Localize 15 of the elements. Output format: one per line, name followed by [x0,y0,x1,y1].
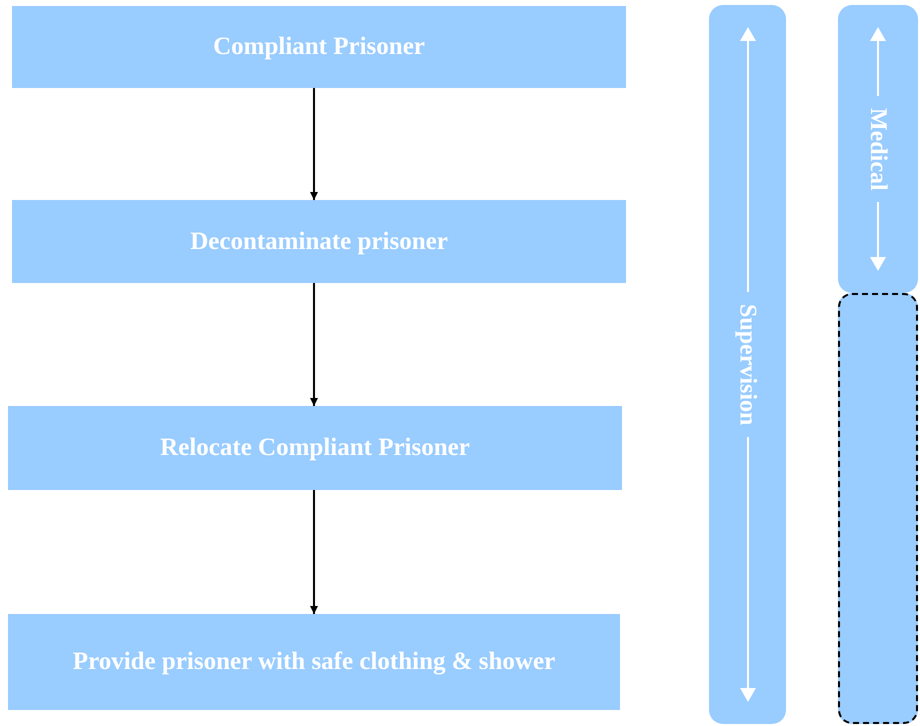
process-box [8,406,622,490]
process-label: Compliant Prisoner [213,32,425,62]
band-label: Medical [866,108,890,190]
arrow [310,490,318,614]
band-label: Supervision [736,304,760,426]
process-label: Relocate Compliant Prisoner [160,433,470,464]
process-box [12,200,626,283]
swimlane-band [838,5,918,293]
swimlane-band [709,5,786,724]
arrow [310,88,318,200]
process-label: Provide prisoner with safe clothing & shower [72,647,556,678]
process-box [12,6,626,88]
arrow [310,283,318,406]
process-label: Decontaminate prisoner [190,226,448,257]
process-box [8,614,620,710]
